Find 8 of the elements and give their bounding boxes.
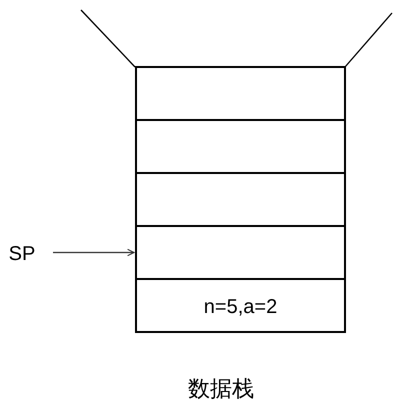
stack-cell <box>135 172 346 227</box>
stack-cell <box>135 119 346 174</box>
stack-cell <box>135 225 346 280</box>
stack-cell <box>135 66 346 121</box>
arrow <box>53 248 135 256</box>
pointer-label: SP <box>6 242 38 266</box>
stack-cell: n=5,a=2 <box>135 278 346 333</box>
caption: 数据栈 <box>188 378 254 400</box>
